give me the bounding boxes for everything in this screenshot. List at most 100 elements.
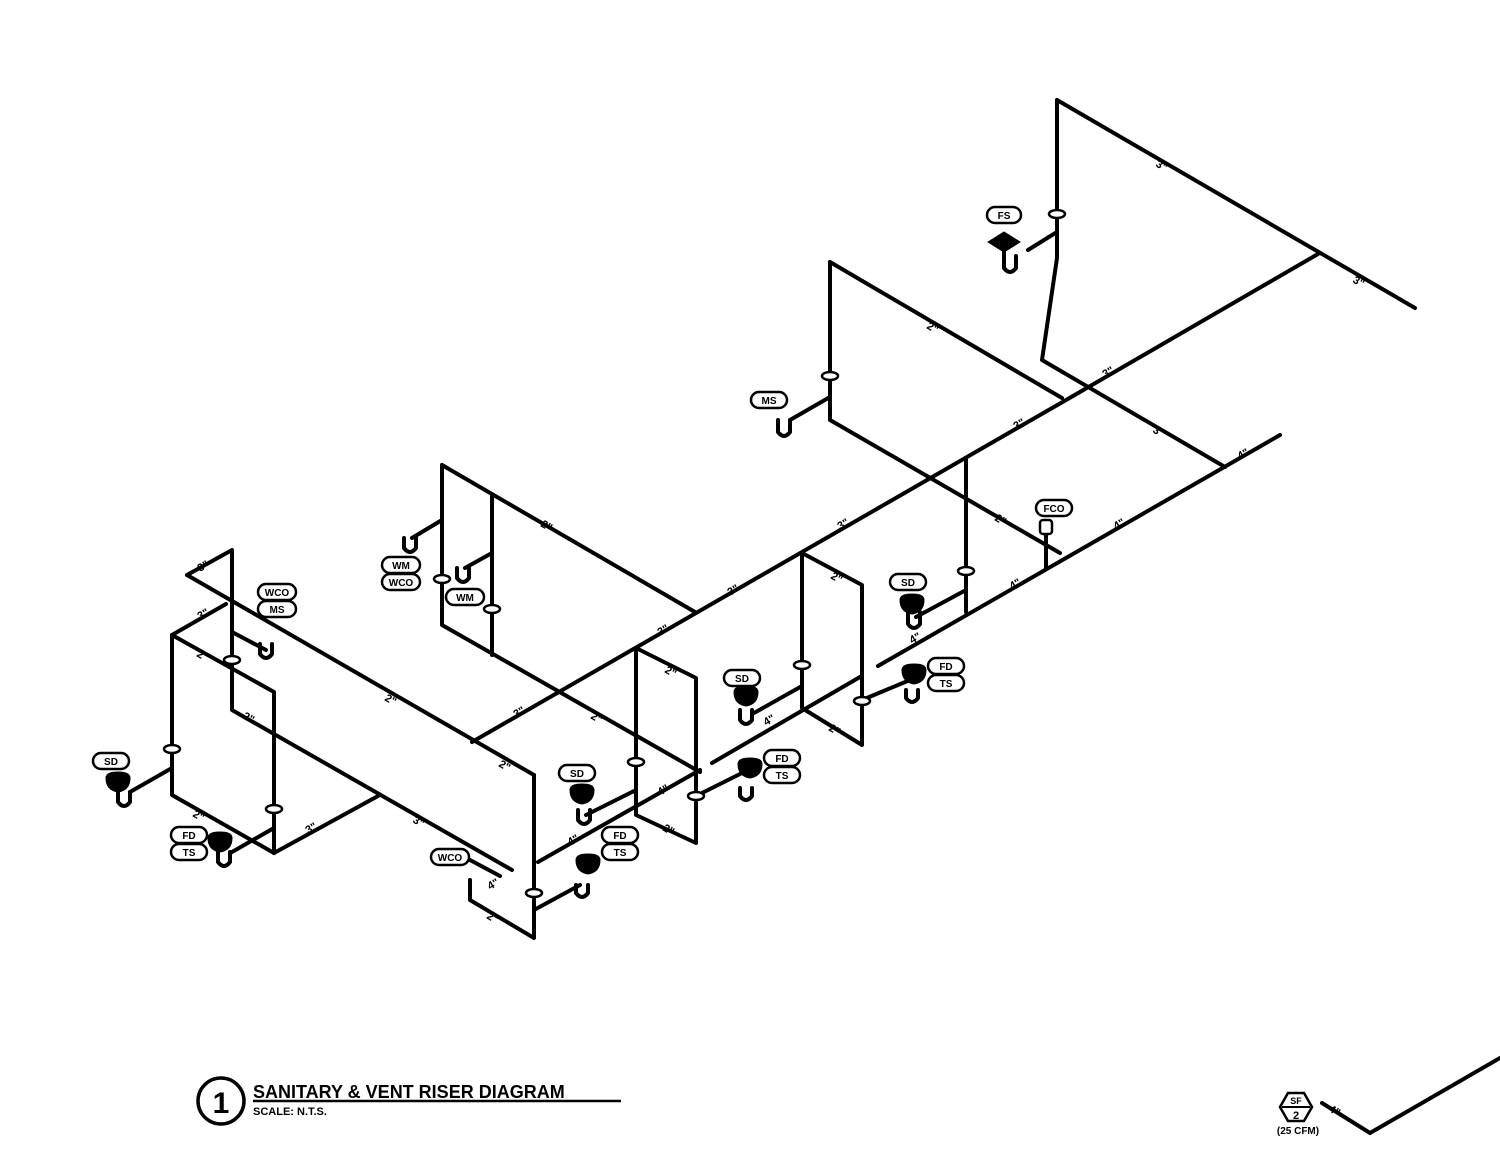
cleanout-oval-icon bbox=[264, 803, 284, 815]
trap-icon bbox=[776, 418, 792, 438]
pipe-left-long bbox=[185, 573, 536, 777]
pipe-fs-branch bbox=[1026, 230, 1059, 252]
tag-sd: SD bbox=[91, 751, 131, 771]
tag-label: FD bbox=[613, 831, 626, 842]
pipe-fd-branch-right bbox=[860, 678, 912, 702]
pipe-box-center bbox=[634, 646, 698, 845]
cleanout-oval-icon bbox=[626, 756, 646, 768]
pipe-left-sd bbox=[128, 766, 174, 794]
pipe-center-top bbox=[440, 463, 697, 614]
tag-label: FD bbox=[775, 754, 788, 765]
cleanout-oval-icon bbox=[1047, 208, 1067, 220]
drain-icon bbox=[575, 853, 601, 875]
trap-icon bbox=[258, 642, 274, 660]
pipe-size-label: 3" bbox=[196, 559, 212, 575]
pipe-size-label: 4" bbox=[486, 877, 502, 893]
tag-wco: WCO bbox=[380, 572, 422, 592]
tag-label: FD bbox=[182, 831, 195, 842]
drain-icon bbox=[569, 783, 595, 805]
pipe-network bbox=[128, 98, 1500, 1135]
equipment-tag: SF 2 (25 CFM) bbox=[1277, 1091, 1319, 1137]
tag-label: SD bbox=[570, 769, 584, 780]
pipe-size-label: 3" bbox=[196, 607, 212, 623]
pipe-left-cross bbox=[272, 794, 380, 855]
tag-wm: WM bbox=[380, 555, 422, 575]
pipe-left-box-top bbox=[170, 602, 228, 637]
pipe-bottom-wco bbox=[468, 858, 502, 878]
pipe-size-label: 4" bbox=[656, 783, 672, 799]
pipe-size-label: 2" bbox=[195, 648, 211, 664]
cleanout-oval-icon bbox=[524, 887, 544, 899]
cleanout-oval-icon bbox=[222, 654, 242, 666]
tag-wco: WCO bbox=[256, 582, 298, 602]
trap-icon bbox=[738, 786, 754, 802]
pipe-size-label: 2" bbox=[241, 710, 257, 726]
cleanout-oval-icon bbox=[956, 565, 976, 577]
drain-icon bbox=[733, 685, 759, 707]
pipe-fd-branch-center bbox=[694, 771, 744, 798]
pipe-size-label: 2" bbox=[661, 822, 677, 838]
pipe-bottom-box bbox=[468, 773, 536, 940]
tag-ms: MS bbox=[256, 599, 298, 619]
tag-ts: TS bbox=[762, 765, 802, 785]
pipe-size-label: 2" bbox=[925, 320, 941, 336]
pipe-upper-right-top bbox=[1055, 98, 1417, 310]
pipe-size-label: 2" bbox=[485, 910, 501, 926]
trap-icon bbox=[116, 790, 132, 808]
tag-label: WM bbox=[392, 561, 410, 572]
pipe-center-loop bbox=[440, 463, 702, 774]
cleanout-oval-icon bbox=[162, 743, 182, 755]
cleanout-oval-icon bbox=[686, 790, 706, 802]
drain-icon bbox=[901, 663, 927, 685]
pipe-size-label: 4" bbox=[1112, 517, 1128, 533]
trap-icon bbox=[216, 850, 232, 868]
diagram-title: SANITARY & VENT RISER DIAGRAM bbox=[253, 1082, 565, 1102]
trap-icon bbox=[906, 610, 922, 630]
pipe-size-label: 2" bbox=[383, 692, 399, 708]
equipment-tag-letters: SF bbox=[1290, 1096, 1302, 1106]
pipe-sf-line bbox=[1320, 1056, 1500, 1135]
pipe-size-label: 4" bbox=[1327, 1103, 1343, 1119]
pipe-size-label: 2" bbox=[663, 664, 679, 680]
tag-fs: FS bbox=[985, 205, 1023, 225]
equipment-tag-number: 2 bbox=[1293, 1110, 1299, 1122]
pipe-main-diagonal bbox=[470, 394, 1075, 744]
pipe-bottom-sd bbox=[584, 788, 638, 817]
cleanout-oval-icon bbox=[820, 370, 840, 382]
pipe-size-label: 2" bbox=[191, 808, 207, 824]
tag-fd: FD bbox=[926, 656, 966, 676]
tag-ts: TS bbox=[600, 842, 640, 862]
pipe-size-label: 3" bbox=[1012, 417, 1028, 433]
detail-number: 1 bbox=[213, 1087, 230, 1120]
tag-ts: TS bbox=[169, 842, 209, 862]
pipe-size-label: 4" bbox=[566, 833, 582, 849]
tag-sd: SD bbox=[557, 763, 597, 783]
pipe-lower-diagonal bbox=[876, 433, 1282, 668]
pipe-box-center-right bbox=[800, 551, 864, 747]
pipe-wm-branch2 bbox=[463, 551, 494, 570]
tag-fd: FD bbox=[600, 825, 640, 845]
tag-wm: WM bbox=[444, 587, 486, 607]
pipe-mid-right-top bbox=[828, 260, 1064, 400]
pipe-size-label: 3" bbox=[1351, 274, 1367, 290]
detail-number-circle bbox=[196, 1076, 246, 1126]
cleanout-ovals bbox=[162, 208, 1067, 899]
pipe-diagonal-right bbox=[1071, 252, 1320, 398]
pipe-size-label: 4" bbox=[1008, 577, 1024, 593]
pipe-size-label: 3" bbox=[726, 583, 742, 599]
pipe-size-label: 3" bbox=[411, 814, 427, 830]
tag-label: WM bbox=[456, 593, 474, 604]
tag-label: MS bbox=[270, 605, 285, 616]
pipe-lower-diagonal-2 bbox=[710, 675, 862, 765]
pipe-left-fd bbox=[230, 826, 276, 854]
trap-icon bbox=[904, 688, 920, 704]
cleanout-icon bbox=[1038, 518, 1054, 536]
fixture-tags: FS MS FCO SD FD TS SD FD TS SD FD TS WCO… bbox=[91, 205, 1074, 867]
pipe-mid-right bbox=[828, 260, 1062, 555]
drain-icon bbox=[737, 757, 763, 779]
traps bbox=[116, 248, 1018, 899]
tag-label: WCO bbox=[389, 578, 414, 589]
tag-label: SD bbox=[104, 757, 118, 768]
pipe-size-label: 2" bbox=[589, 710, 605, 726]
drain-icon bbox=[899, 593, 925, 615]
